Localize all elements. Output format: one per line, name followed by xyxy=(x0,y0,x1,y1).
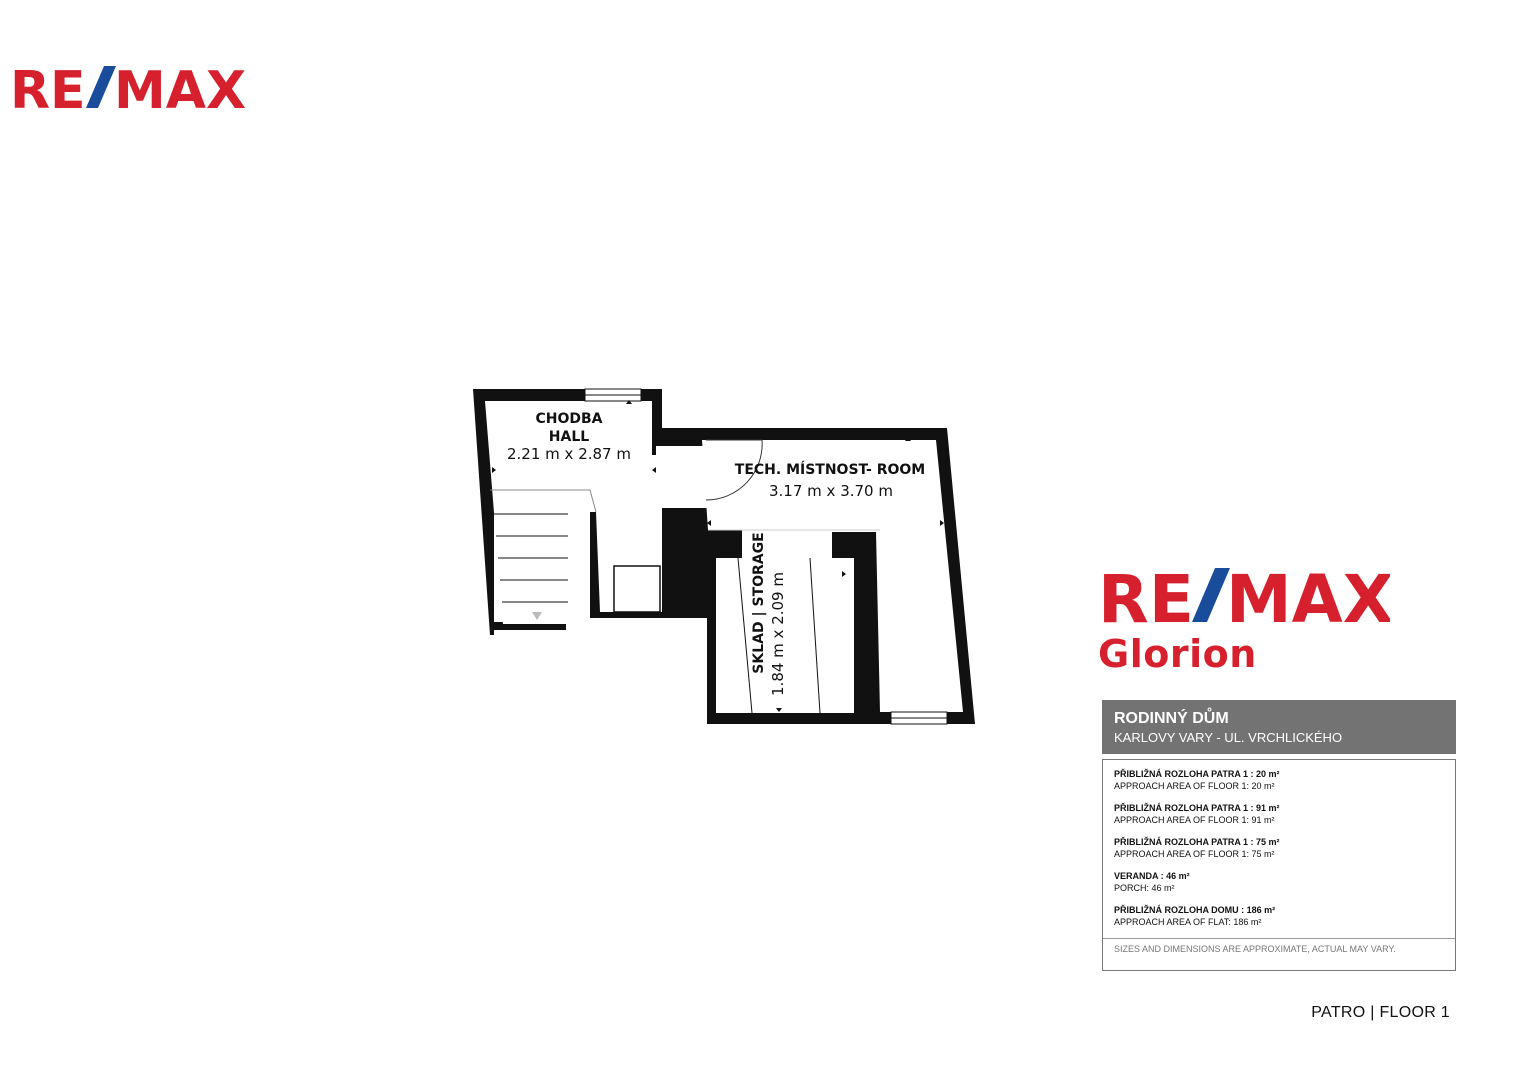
area-item: VERANDA : 46 m² PORCH: 46 m² xyxy=(1114,870,1444,894)
area-en: APPROACH AREA OF FLOOR 1: 91 m² xyxy=(1114,815,1275,825)
area-cz: PŘIBLIŽNÁ ROZLOHA DOMU : 186 m² xyxy=(1114,905,1276,915)
logo-main-text-max: MAX xyxy=(1226,562,1390,628)
hall-size: 2.21 m x 2.87 m xyxy=(507,445,631,463)
area-item: PŘIBLIŽNÁ ROZLOHA PATRA 1 : 75 m² APPROA… xyxy=(1114,836,1444,860)
area-info-box: PŘIBLIŽNÁ ROZLOHA PATRA 1 : 20 m² APPROA… xyxy=(1102,759,1456,971)
area-en: APPROACH AREA OF FLOOR 1: 20 m² xyxy=(1114,781,1275,791)
disclaimer: SIZES AND DIMENSIONS ARE APPROXIMATE, AC… xyxy=(1114,944,1396,954)
tech-room-size: 3.17 m x 3.70 m xyxy=(769,482,893,500)
storage-lines xyxy=(708,529,880,714)
remax-logo-top-mark: RE MAX xyxy=(10,62,246,114)
area-en: PORCH: 46 m² xyxy=(1114,883,1175,893)
hall-cabinet xyxy=(613,565,661,613)
area-en: APPROACH AREA OF FLOOR 1: 75 m² xyxy=(1114,849,1275,859)
area-cz: PŘIBLIŽNÁ ROZLOHA PATRA 1 : 91 m² xyxy=(1114,803,1280,813)
property-header: RODINNÝ DŮM KARLOVY VARY - UL. VRCHLICKÉ… xyxy=(1102,700,1456,754)
hall-name-en: HALL xyxy=(549,429,589,445)
stair-lines xyxy=(490,489,597,603)
door-swing xyxy=(705,439,763,501)
stair-arrow-icon xyxy=(532,612,542,620)
area-item: PŘIBLIŽNÁ ROZLOHA DOMU : 186 m² APPROACH… xyxy=(1114,904,1444,928)
room-interiors xyxy=(485,401,963,713)
property-address: KARLOVY VARY - UL. VRCHLICKÉHO xyxy=(1114,730,1343,745)
area-cz: VERANDA : 46 m² xyxy=(1114,871,1190,881)
remax-logo-main: RE MAX xyxy=(1098,562,1390,628)
area-cz: PŘIBLIŽNÁ ROZLOHA PATRA 1 : 75 m² xyxy=(1114,837,1280,847)
windows xyxy=(584,388,948,725)
logo-text-re: RE xyxy=(10,62,86,114)
area-cz: PŘIBLIŽNÁ ROZLOHA PATRA 1 : 20 m² xyxy=(1114,769,1280,779)
storage-size: 1.84 m x 2.09 m xyxy=(769,572,787,696)
storage-size-group: 1.84 m x 2.09 m xyxy=(769,572,787,696)
area-en: APPROACH AREA OF FLAT: 186 m² xyxy=(1114,917,1262,927)
floor-label: PATRO | FLOOR 1 xyxy=(1311,1004,1450,1021)
office-name: Glorion xyxy=(1098,632,1257,676)
remax-logo-top: RE MAX xyxy=(10,62,250,114)
logo-main-slash xyxy=(1192,568,1230,622)
property-title: RODINNÝ DŮM xyxy=(1114,710,1229,727)
hall-name-cz: CHODBA xyxy=(535,411,602,427)
connector-interior xyxy=(656,446,708,508)
area-item: PŘIBLIŽNÁ ROZLOHA PATRA 1 : 91 m² APPROA… xyxy=(1114,802,1444,826)
logo-slash xyxy=(86,66,116,108)
disclaimer-divider xyxy=(1103,938,1455,939)
stairs-area xyxy=(494,490,590,622)
storage-label-group: SKLAD | STORAGE xyxy=(751,532,767,673)
storage-interior xyxy=(716,558,854,713)
dimension-marks xyxy=(492,400,944,712)
area-item: PŘIBLIŽNÁ ROZLOHA PATRA 1 : 20 m² APPROA… xyxy=(1114,768,1444,792)
tech-room-name: TECH. MÍSTNOST- ROOM xyxy=(735,461,925,478)
logo-main-text-re: RE xyxy=(1098,562,1194,628)
remax-logo-main-mark: RE MAX xyxy=(1098,562,1390,628)
storage-name: SKLAD | STORAGE xyxy=(751,532,767,673)
tech-room-interior xyxy=(702,440,963,712)
logo-text-max: MAX xyxy=(114,62,246,114)
